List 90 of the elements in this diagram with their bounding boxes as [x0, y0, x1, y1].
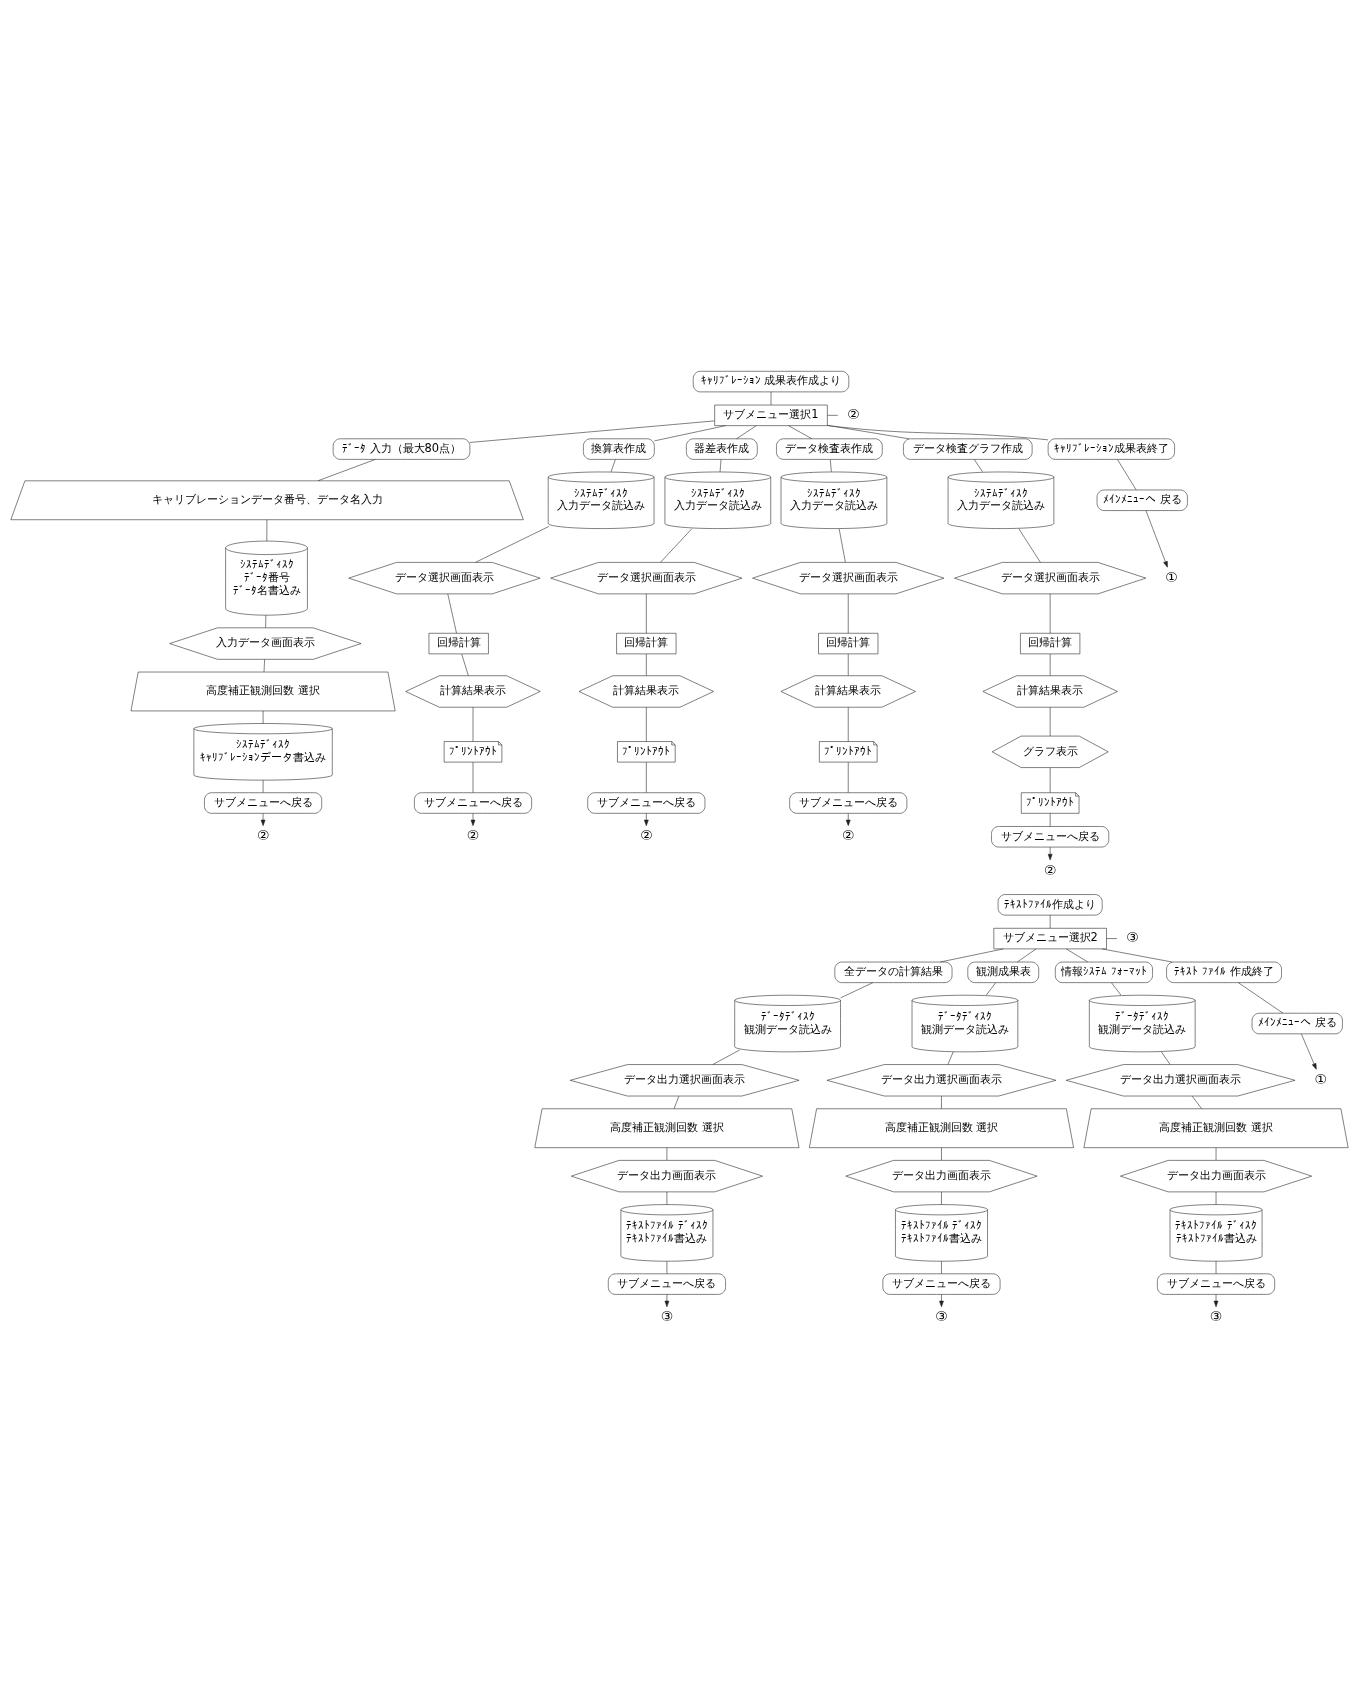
node-box: 情報ｼｽﾃﾑ ﾌｫｰﾏｯﾄ — [1055, 961, 1153, 983]
node-text: ③ — [1209, 1308, 1223, 1325]
arrow — [1047, 846, 1053, 861]
connector — [666, 1191, 668, 1205]
node-box: 回帰計算 — [616, 633, 677, 655]
arrow — [470, 813, 476, 827]
node-box: ﾃﾞｰﾀ 入力（最大80点） — [332, 438, 471, 460]
node-text: ③ — [660, 1308, 674, 1325]
connector — [840, 982, 874, 999]
connector — [947, 1051, 954, 1065]
node-text: ② — [842, 827, 855, 844]
connector — [646, 707, 647, 742]
node-box: サブメニュー選択2 — [993, 928, 1107, 950]
arrow — [939, 1294, 944, 1308]
node-box: ｷｬﾘﾌﾞﾚｰｼｮﾝ成果表終了 — [1047, 438, 1175, 460]
node-box: 換算表作成 — [583, 438, 655, 460]
connector — [941, 1147, 942, 1161]
node-box: サブメニューへ戻る — [882, 1273, 1001, 1295]
connector — [610, 459, 616, 473]
connector — [1049, 813, 1051, 827]
connector — [827, 425, 1049, 441]
node-box: ﾒｲﾝﾒﾆｭｰへ 戻る — [1096, 489, 1188, 511]
connector — [472, 707, 474, 742]
arrow — [845, 813, 851, 827]
node-box: サブメニューへ戻る — [204, 792, 322, 814]
node-box: ﾃｷｽﾄ ﾌｧｲﾙ 作成終了 — [1166, 961, 1282, 983]
connector — [262, 710, 264, 724]
node-box: データ検査表作成 — [776, 438, 883, 460]
node-box: キャリブレーションデータ番号、データ名入力 — [10, 480, 524, 520]
connector — [847, 707, 849, 742]
arrow — [664, 1294, 670, 1308]
connector — [646, 653, 647, 676]
connector — [736, 425, 757, 439]
node-box: 回帰計算 — [1020, 633, 1081, 655]
connector — [265, 614, 267, 629]
node-box: 器差表作成 — [686, 438, 758, 460]
node-box: 高度補正観測回数 選択 — [534, 1108, 800, 1148]
connector — [461, 653, 469, 676]
node-text: ① — [1165, 568, 1178, 585]
node-box: 高度補正観測回数 選択 — [1083, 1108, 1349, 1148]
connector — [1101, 948, 1173, 963]
node-box: 高度補正観測回数 選択 — [130, 671, 396, 712]
node-box: サブメニューへ戻る — [608, 1273, 726, 1295]
node-text: ① — [1314, 1070, 1327, 1087]
connector — [475, 526, 550, 563]
connector — [1117, 459, 1137, 491]
arrow — [1145, 510, 1168, 568]
connector — [1161, 1051, 1171, 1065]
node-box: 全データの計算結果 — [834, 961, 953, 983]
node-box: サブメニューへ戻る — [414, 792, 532, 814]
node-box: 回帰計算 — [818, 633, 879, 655]
node-box: サブメニューへ戻る — [587, 792, 706, 814]
node-text: ③ — [935, 1308, 948, 1325]
connector — [788, 425, 813, 439]
connector — [263, 659, 265, 673]
arrow — [1213, 1294, 1219, 1308]
connector — [1238, 982, 1284, 1014]
node-box: サブメニューへ戻る — [1157, 1273, 1275, 1295]
node-box: ﾃｷｽﾄﾌｧｲﾙ作成より — [997, 894, 1103, 916]
node-text: ② — [640, 827, 653, 844]
arrow — [644, 813, 649, 827]
node-text: ② — [466, 827, 480, 844]
connector — [974, 459, 983, 473]
connector — [830, 459, 832, 473]
connector — [712, 1049, 740, 1065]
connector — [1106, 938, 1118, 939]
node-text: ② — [847, 405, 860, 422]
connector — [941, 1095, 942, 1109]
connector — [1215, 1191, 1217, 1205]
node-box: ﾒｲﾝﾒﾆｭｰへ 戻る — [1251, 1012, 1343, 1035]
connector — [1191, 1095, 1202, 1109]
connector — [654, 425, 726, 442]
connector — [941, 1191, 942, 1205]
connector — [827, 415, 839, 416]
connector — [941, 1261, 942, 1274]
connector — [940, 948, 1004, 963]
connector — [847, 653, 849, 676]
node-box: ｷｬﾘﾌﾞﾚｰｼｮﾝ 成果表作成より — [692, 371, 850, 393]
node-box: サブメニューへ戻る — [991, 826, 1110, 848]
node-box: 高度補正観測回数 選択 — [809, 1108, 1074, 1148]
node-box: 回帰計算 — [428, 633, 489, 655]
node-box: データ検査グラフ作成 — [903, 438, 1033, 460]
node-text: ② — [256, 827, 270, 844]
node-box: サブメニュー選択1 — [714, 404, 828, 426]
node-box: 観測成果表 — [967, 961, 1039, 983]
arrow — [260, 813, 266, 827]
node-text: ③ — [1126, 929, 1139, 946]
node-text: ② — [1044, 861, 1057, 878]
node-box: サブメニューへ戻る — [789, 792, 908, 814]
arrow — [1301, 1033, 1317, 1070]
